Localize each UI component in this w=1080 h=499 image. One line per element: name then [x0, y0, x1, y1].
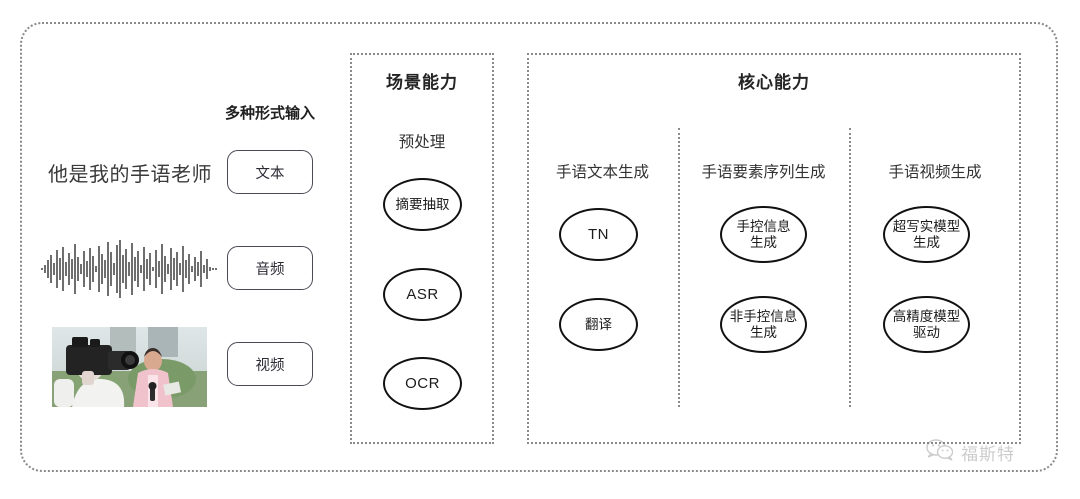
scene-capability-title: 场景能力 [386, 73, 458, 92]
watermark: 福斯特 [925, 438, 1015, 467]
video-thumbnail-image [52, 327, 207, 407]
node-summary-extraction[interactable]: 摘要抽取 [383, 178, 462, 231]
node-translation[interactable]: 翻译 [559, 298, 638, 351]
node-photorealistic-model-generation[interactable]: 超写实模型 生成 [883, 206, 970, 263]
core-capability-panel [527, 53, 1021, 444]
wechat-icon [925, 438, 955, 467]
node-highprecision-model-driving-label: 高精度模型 驱动 [892, 308, 961, 340]
node-ocr[interactable]: OCR [383, 357, 462, 410]
node-nonmanual-feature-generation-label: 非手控信息 生成 [729, 308, 798, 340]
waveform-svg [41, 240, 217, 298]
scene-group-label: 预处理 [398, 134, 446, 151]
sample-sentence-text: 他是我的手语老师 [48, 164, 212, 186]
video-thumbnail [52, 327, 207, 407]
modality-button-video[interactable]: 视频 [227, 342, 313, 386]
scene-capability-panel [350, 53, 494, 444]
core-column-divider-2 [849, 128, 851, 407]
core-column-divider-1 [678, 128, 680, 407]
wechat-icon-svg [926, 439, 954, 461]
node-nonmanual-feature-generation[interactable]: 非手控信息 生成 [720, 296, 807, 353]
node-tn-label: TN [588, 225, 609, 243]
core-column-2-label: 手语要素序列生成 [701, 164, 826, 181]
core-column-1-label: 手语文本生成 [555, 164, 649, 181]
node-ocr-label: OCR [405, 374, 440, 392]
node-photorealistic-model-generation-label: 超写实模型 生成 [892, 218, 961, 250]
node-asr-label: ASR [406, 285, 439, 303]
node-translation-label: 翻译 [585, 316, 612, 332]
modality-button-video-label: 视频 [255, 357, 285, 374]
node-manual-feature-generation-label: 手控信息 生成 [736, 218, 791, 250]
modality-button-audio[interactable]: 音频 [227, 246, 313, 290]
node-summary-extraction-label: 摘要抽取 [395, 196, 450, 212]
watermark-text: 福斯特 [961, 445, 1015, 464]
outer-frame [20, 22, 1058, 472]
core-capability-title: 核心能力 [738, 73, 810, 92]
node-manual-feature-generation[interactable]: 手控信息 生成 [720, 206, 807, 263]
modality-button-audio-label: 音频 [255, 261, 285, 278]
modality-button-text-label: 文本 [255, 165, 285, 182]
input-section-heading: 多种形式输入 [224, 105, 315, 122]
audio-waveform [40, 238, 220, 300]
node-asr[interactable]: ASR [383, 268, 462, 321]
node-tn[interactable]: TN [559, 208, 638, 261]
node-highprecision-model-driving[interactable]: 高精度模型 驱动 [883, 296, 970, 353]
core-column-3-label: 手语视频生成 [888, 164, 982, 181]
modality-button-text[interactable]: 文本 [227, 150, 313, 194]
